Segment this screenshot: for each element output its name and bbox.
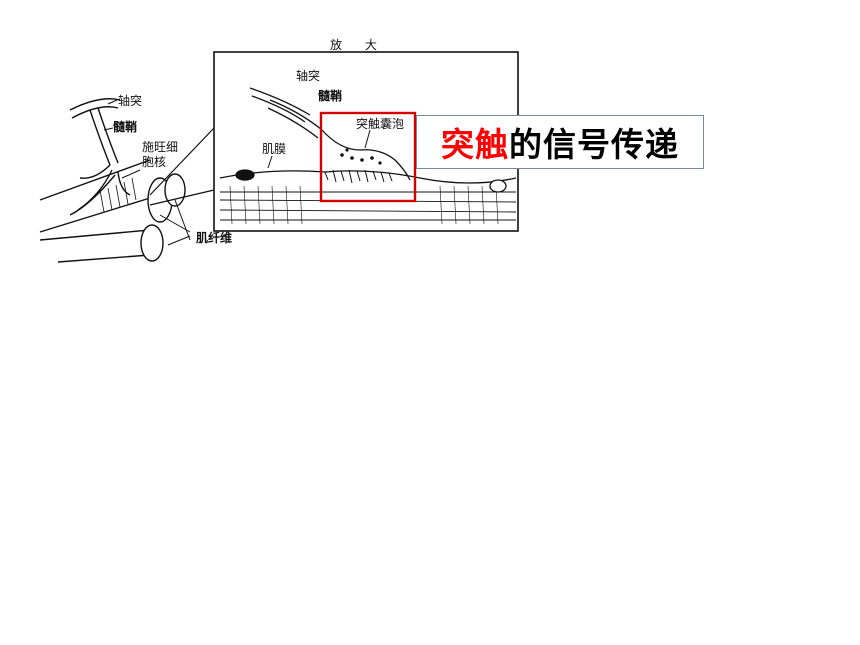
- myelin-left: [89, 107, 119, 166]
- label-magnify: 放 大: [330, 37, 377, 52]
- label-myelin-left: 髓鞘: [113, 119, 137, 134]
- label-muscle-membrane: 肌膜: [262, 142, 286, 156]
- title-red-part: 突触: [441, 125, 509, 164]
- label-leader-vesicles: [364, 129, 371, 149]
- label-schwann-nucleus-line1: 施旺细: [142, 140, 178, 154]
- striations-left: [99, 177, 137, 213]
- zoom-connector-lines: [149, 127, 215, 206]
- synapse-highlight-box: [319, 111, 417, 203]
- label-synaptic-vesicles: 突触囊泡: [356, 116, 404, 131]
- axon-left: [69, 98, 121, 119]
- label-myelin-inset: 髓鞘: [318, 88, 342, 103]
- muscle-fiber-lower: [39, 229, 151, 263]
- axon-inset: [249, 87, 311, 123]
- label-schwann-nucleus-line2: 胞核: [142, 155, 166, 169]
- myelin-inset: [267, 99, 323, 139]
- title-black-part: 的信号传递: [509, 125, 679, 164]
- nerve-terminal-branches: [69, 164, 131, 216]
- muscle-fiber-upper: [39, 159, 151, 233]
- left-panel: [39, 98, 215, 263]
- title-box: 突触的信号传递: [416, 115, 704, 169]
- muscle-fiber-lower-end: [140, 224, 164, 262]
- muscle-membrane-inset: [219, 170, 517, 184]
- label-muscle-fiber: 肌纤维: [195, 230, 232, 245]
- nucleus-right: [489, 179, 507, 193]
- label-axon-left: 轴突: [118, 93, 142, 108]
- label-leader-membrane: [267, 155, 273, 169]
- synaptic-vesicles: [340, 148, 382, 165]
- label-leader-lines: [103, 99, 191, 246]
- nucleus-left: [235, 169, 255, 181]
- striations-inset: [229, 185, 499, 225]
- postsynaptic-folds: [324, 169, 393, 184]
- label-axon-inset: 轴突: [296, 68, 320, 83]
- nerve-terminal-inset: [321, 129, 411, 181]
